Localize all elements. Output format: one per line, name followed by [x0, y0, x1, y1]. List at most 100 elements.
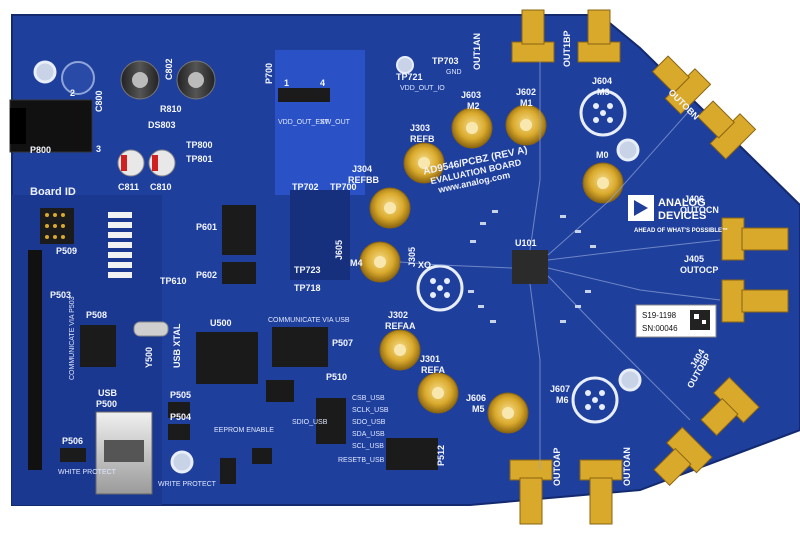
header-p602[interactable] — [222, 262, 256, 284]
label-eeprom-enable: EEPROM ENABLE — [214, 427, 274, 434]
label-tp800: TP800 — [186, 140, 213, 150]
label-tp723: TP723 — [294, 265, 321, 275]
label-m3: M3 — [597, 87, 610, 97]
label-pin-4: 4 — [320, 78, 325, 88]
sma-m5[interactable] — [487, 392, 529, 434]
label-m4: M4 — [350, 258, 363, 268]
label-sclk-usb: SCLK_USB — [352, 407, 389, 414]
label-p500: P500 — [96, 399, 117, 409]
chip-u101 — [512, 250, 548, 284]
sma-edge-outoap[interactable] — [509, 459, 553, 525]
label-p505: P505 — [170, 390, 191, 400]
label-j406: J406 — [684, 194, 704, 204]
label-m5: M5 — [472, 404, 485, 414]
label-p506: P506 — [62, 436, 83, 446]
header-p700[interactable] — [278, 88, 330, 102]
sma-edge-out1an[interactable] — [690, 94, 757, 160]
label-refbb: REFBB — [348, 175, 379, 185]
label-usb-xtal: USB XTAL — [172, 323, 182, 368]
sma-edge-outocn[interactable] — [721, 217, 789, 261]
header-p505[interactable] — [168, 402, 190, 418]
header-p503[interactable] — [28, 250, 42, 470]
sma-refa[interactable] — [417, 372, 459, 414]
sma-edge-outobn-bottom[interactable] — [647, 426, 713, 492]
pcb-zone-power — [275, 50, 365, 195]
label-tp721: TP721 — [396, 72, 423, 82]
sma-refbb[interactable] — [369, 187, 411, 229]
sticker-part: S19-1198 — [642, 311, 677, 320]
header-p510[interactable] — [316, 398, 346, 444]
label-c802: C802 — [164, 58, 174, 80]
label-out1bp: OUT1BP — [562, 30, 572, 67]
mounting-hole — [170, 450, 194, 474]
label-j605: J605 — [334, 240, 344, 260]
sma-m0[interactable] — [582, 162, 624, 204]
capacitor-c802 — [176, 60, 216, 100]
label-refb: REFB — [410, 134, 435, 144]
label-u101: U101 — [515, 238, 537, 248]
label-j603: J603 — [461, 90, 481, 100]
header-p507[interactable] — [272, 327, 328, 367]
label-refaa: REFAA — [385, 321, 416, 331]
chip-u500 — [196, 332, 258, 384]
chip-eeprom — [252, 448, 272, 464]
serial-sticker — [635, 304, 717, 338]
label-p601: P601 — [196, 222, 217, 232]
label-outocn: OUTOCN — [680, 205, 719, 215]
sma-m1[interactable] — [505, 104, 547, 146]
label-j607: J607 — [550, 384, 570, 394]
sma-refaa[interactable] — [379, 329, 421, 371]
sma-edge-outobp[interactable] — [694, 376, 760, 442]
label-sdo-usb: SDO_USB — [352, 419, 386, 426]
chip-small — [266, 380, 294, 402]
analog-devices-logo — [628, 195, 654, 221]
label-csb-usb: CSB_USB — [352, 395, 385, 402]
sma-refb[interactable] — [403, 142, 445, 184]
header-p512[interactable] — [386, 438, 438, 470]
label-pin-3: 3 — [96, 144, 101, 154]
label-gnd: GND — [446, 69, 462, 76]
smd-components — [468, 210, 596, 323]
label-pin-2: 2 — [70, 88, 75, 98]
label-pin-1: 1 — [284, 78, 289, 88]
label-white-protect: WHITE PROTECT — [58, 469, 117, 476]
label-sda-usb: SDA_USB — [352, 431, 385, 438]
footprint-xo — [416, 264, 464, 312]
header-p506[interactable] — [60, 448, 86, 462]
jumper[interactable] — [220, 458, 236, 484]
usb-port-opening — [104, 440, 144, 462]
header-p601[interactable] — [222, 205, 256, 255]
label-communicate-via-p503: COMMUNICATE VIA P503 — [69, 296, 76, 380]
label-c810: C810 — [150, 182, 172, 192]
label-xo: XO — [418, 260, 431, 270]
label-m2: M2 — [467, 101, 480, 111]
sma-edge-outobn[interactable] — [645, 49, 712, 115]
sma-edge-outoan-top[interactable] — [511, 9, 555, 63]
label-p512: P512 — [436, 445, 446, 466]
capacitor-c810 — [148, 149, 176, 177]
sma-edge-outocp[interactable] — [721, 279, 789, 323]
sticker-serial: SN:00046 — [642, 324, 678, 333]
logo-tagline: AHEAD OF WHAT'S POSSIBLE™ — [634, 227, 728, 234]
label-outoan: OUTOAN — [622, 447, 632, 486]
label-vdd-out-ext: VDD_OUT_EXT — [278, 119, 330, 126]
header-p504[interactable] — [168, 424, 190, 440]
label-p507: P507 — [332, 338, 353, 348]
label-tp700: TP700 — [330, 182, 357, 192]
label-outocp: OUTOCP — [680, 265, 718, 275]
header-p508[interactable] — [80, 325, 116, 367]
header-p509[interactable] — [40, 208, 74, 244]
label-j604: J604 — [592, 76, 612, 86]
label-p509: P509 — [56, 246, 77, 256]
sma-edge-outoan[interactable] — [579, 459, 623, 525]
sma-m2[interactable] — [451, 107, 493, 149]
label-usb: USB — [98, 388, 118, 398]
label-tp801: TP801 — [186, 154, 213, 164]
label-r810: R810 — [160, 104, 182, 114]
dc-jack-front — [10, 108, 26, 144]
capacitor-c811 — [117, 149, 145, 177]
label-j606: J606 — [466, 393, 486, 403]
sma-edge-out1bp-top[interactable] — [577, 9, 621, 63]
sma-m4[interactable] — [359, 241, 401, 283]
